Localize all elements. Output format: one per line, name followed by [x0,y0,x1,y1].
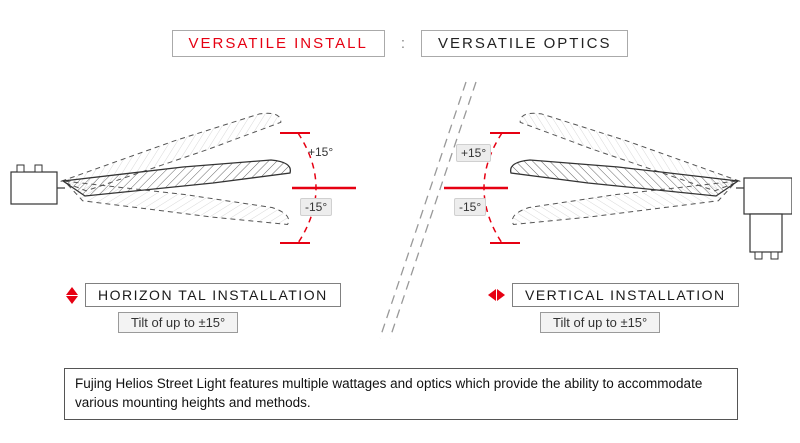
horizontal-install-drawing [10,112,356,244]
versatile-optics-title: VERSATILE OPTICS [421,30,629,57]
versatile-install-title: VERSATILE INSTALL [171,30,385,57]
divider-dashed-line [379,81,477,339]
vertical-install-diagram: +15° -15° [442,88,792,288]
tilt-range-note: Tilt of up to ±15° [118,312,239,333]
left-triangle [488,289,496,301]
vertical-installation-label: VERTICAL INSTALLATION [512,283,739,307]
tilt-angle-up-label: +15° [308,145,334,159]
versatile-optics-text: VERSATILE OPTICS [438,35,612,52]
left-right-arrow-icon [488,289,505,301]
tilt-range-note: Tilt of up to ±15° [540,312,661,333]
tilt-angle-up-label: +15° [456,144,492,163]
up-down-arrow-icon [66,286,78,304]
up-triangle [66,286,78,295]
vertical-installation-caption: VERTICAL INSTALLATION Tilt of up to ±15° [488,283,739,333]
tilt-angle-down-label: -15° [454,198,487,217]
right-triangle [497,289,505,301]
product-description: Fujing Helios Street Light features mult… [64,368,738,420]
horizontal-installation-caption: HORIZON TAL INSTALLATION Tilt of up to ±… [66,283,341,333]
down-triangle [66,295,78,304]
horizontal-install-diagram: +15° -15° [8,88,358,288]
horizontal-installation-label: HORIZON TAL INSTALLATION [85,283,341,307]
vertical-install-drawing [444,112,792,260]
tilt-angle-down-label: -15° [300,198,333,217]
title-separator: : [400,35,406,52]
versatile-install-text: VERSATILE INSTALL [188,35,368,52]
header: VERSATILE INSTALL : VERSATILE OPTICS [0,30,800,57]
